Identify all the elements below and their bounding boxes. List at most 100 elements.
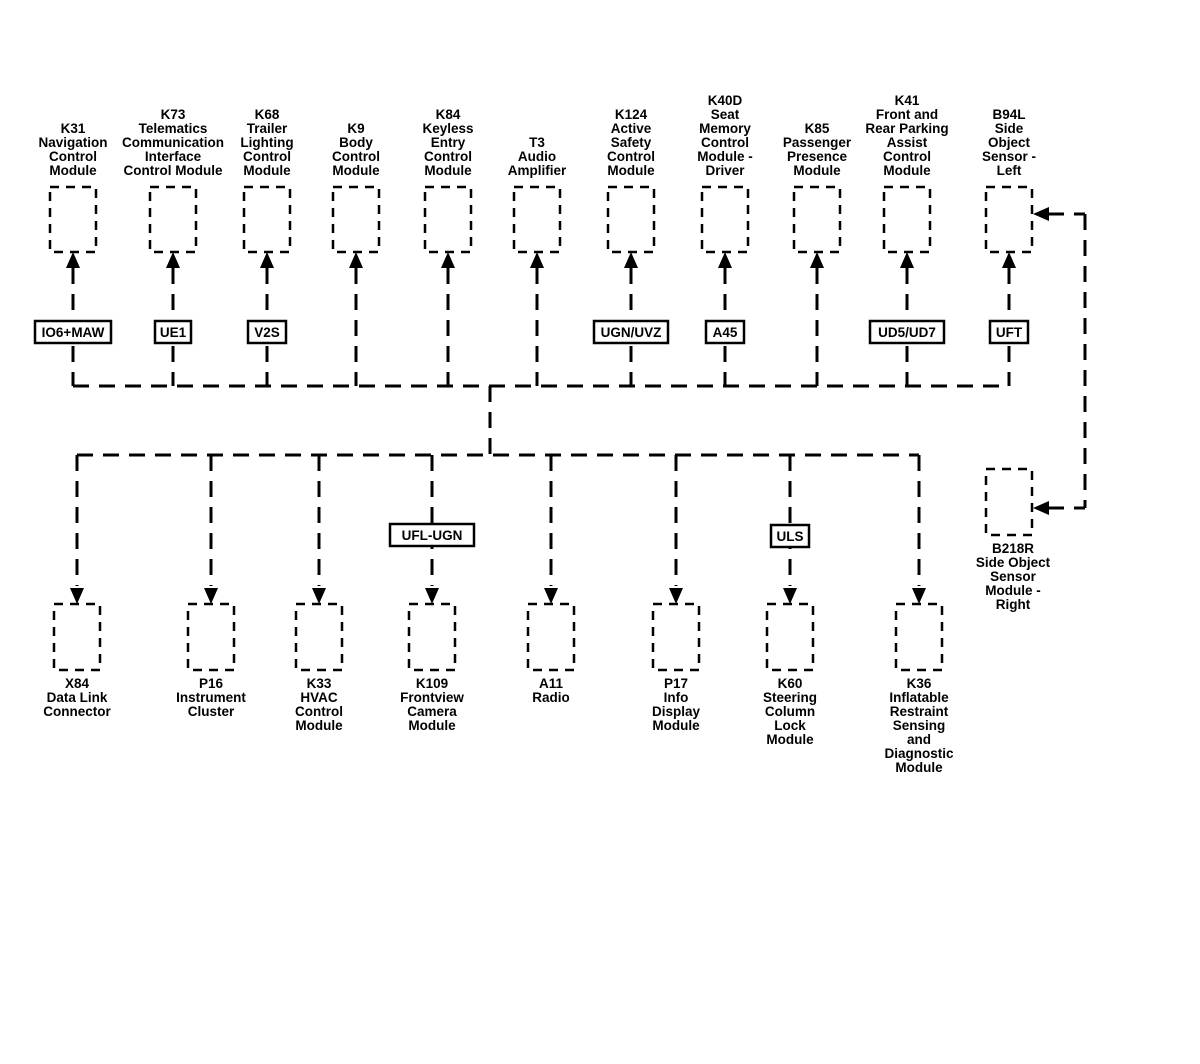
b94l-option-tag: UFT: [988, 319, 1030, 345]
k9-module-box: [331, 185, 381, 254]
t3-arrow: [530, 252, 544, 268]
p17-label-line: Display: [652, 704, 701, 719]
k68-label-line: Module: [243, 163, 291, 178]
k60-arrow: [783, 588, 797, 604]
k40d-option-tag: A45: [704, 319, 746, 345]
p17-label-line: Module: [652, 718, 700, 733]
a11-arrow: [544, 588, 558, 604]
k85-label-line: Passenger: [783, 135, 852, 150]
k73-label-line: Communication: [122, 135, 224, 150]
p17-label-line: P17: [664, 676, 688, 691]
p16-label-line: P16: [199, 676, 224, 691]
b94l-option-tag-frame: [988, 319, 1030, 345]
k73-label-line: Telematics: [139, 121, 208, 136]
b94l-label-line: Left: [997, 163, 1022, 178]
k109-arrow: [425, 588, 439, 604]
b94l-option-tag-text: UFT: [996, 325, 1023, 340]
k40d-label-line: Control: [701, 135, 749, 150]
k84-label-line: Keyless: [422, 121, 473, 136]
k84-label-line: Control: [424, 149, 472, 164]
b94l-label-line: Side: [995, 121, 1024, 136]
k68-label-line: Lighting: [240, 135, 293, 150]
k36-label-line: and: [907, 732, 931, 747]
k31-arrow: [66, 252, 80, 268]
t3-label-line: Audio: [518, 149, 556, 164]
b218r-label-line: Right: [996, 597, 1031, 612]
k68-option-tag-frame: [246, 319, 288, 345]
k36-label-line: Diagnostic: [884, 746, 954, 761]
b218r-label-line: B218R: [992, 541, 1034, 556]
k31-option-tag: IO6+MAW: [33, 319, 113, 345]
k40d-label-line: Seat: [711, 107, 740, 122]
b94l-arrow: [1002, 252, 1016, 268]
k33-label-line: Module: [295, 718, 343, 733]
p17-arrow: [669, 588, 683, 604]
k33-arrow: [312, 588, 326, 604]
k85-label-line: Module: [793, 163, 841, 178]
k124-label-line: K124: [615, 107, 648, 122]
k9-label-line: K9: [347, 121, 364, 136]
k36-label-line: Module: [895, 760, 943, 775]
k41-option-tag-text: UD5/UD7: [878, 325, 936, 340]
b94l-label-line: Sensor -: [982, 149, 1036, 164]
x84-label-line: X84: [65, 676, 90, 691]
k68-module-box: [242, 185, 292, 254]
k36-label-line: K36: [907, 676, 932, 691]
k33-label-line: HVAC: [300, 690, 338, 705]
k68-arrow: [260, 252, 274, 268]
k60-label-line: Steering: [763, 690, 817, 705]
x84-label-line: Connector: [43, 704, 111, 719]
k31-option-tag-frame: [33, 319, 113, 345]
k31-label-line: Navigation: [38, 135, 107, 150]
k85-arrow: [810, 252, 824, 268]
a11-label-line: A11: [539, 676, 564, 691]
k31-label-line: Module: [49, 163, 97, 178]
k109-option-tag-frame: [388, 522, 476, 548]
k40d-label-line: Module -: [697, 149, 753, 164]
b94l-label-line: Object: [988, 135, 1031, 150]
k60-module-box: [765, 602, 815, 672]
k84-label-line: Module: [424, 163, 472, 178]
k73-module-box: [148, 185, 198, 254]
k68-label-line: K68: [255, 107, 280, 122]
k40d-label-line: Memory: [699, 121, 751, 136]
k40d-option-tag-text: A45: [713, 325, 738, 340]
k124-label-line: Control: [607, 149, 655, 164]
k84-arrow: [441, 252, 455, 268]
k9-label-line: Module: [332, 163, 380, 178]
k36-arrow: [912, 588, 926, 604]
k60-option-tag-text: ULS: [777, 529, 804, 544]
k40d-option-tag-frame: [704, 319, 746, 345]
k109-option-tag: UFL-UGN: [388, 522, 476, 548]
k109-label-line: K109: [416, 676, 448, 691]
k124-option-tag-frame: [592, 319, 670, 345]
k124-label-line: Safety: [611, 135, 652, 150]
k109-label-line: Frontview: [400, 690, 464, 705]
k84-module-box: [423, 185, 473, 254]
k36-label-line: Inflatable: [889, 690, 949, 705]
p17-module-box: [651, 602, 701, 672]
p16-arrow: [204, 588, 218, 604]
k84-label-line: K84: [436, 107, 461, 122]
k68-label-line: Control: [243, 149, 291, 164]
k41-option-tag: UD5/UD7: [868, 319, 946, 345]
p16-label-line: Cluster: [188, 704, 235, 719]
k36-label-line: Sensing: [893, 718, 946, 733]
k124-label-line: Active: [611, 121, 652, 136]
k85-label-line: Presence: [787, 149, 848, 164]
x84-arrow: [70, 588, 84, 604]
b218r-label-line: Sensor: [990, 569, 1037, 584]
k60-label-line: Lock: [774, 718, 806, 733]
